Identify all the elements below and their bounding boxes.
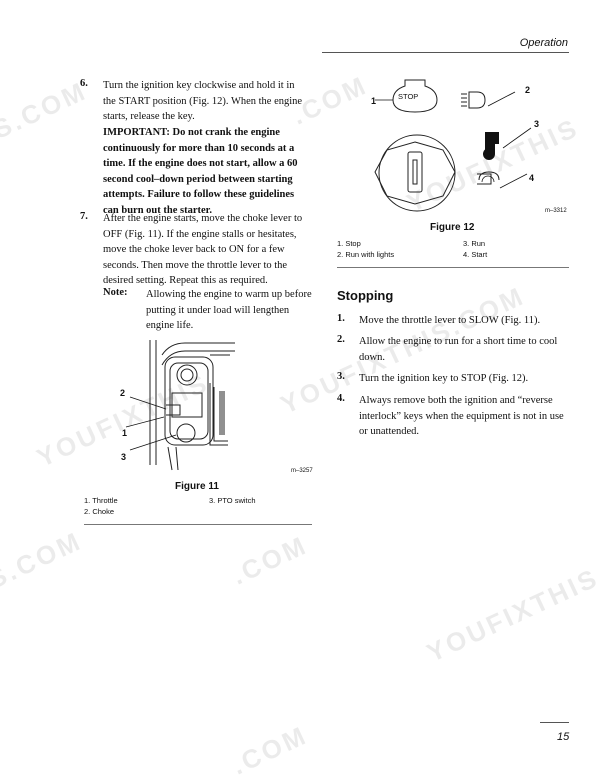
section-header: Operation	[519, 37, 568, 49]
text-line: Always remove both the ignition and “rev…	[359, 395, 553, 406]
text-line: putting it under load will lengthen	[146, 304, 290, 316]
text-line: Allow the engine to run for a short time…	[359, 336, 558, 347]
step-6-text: Turn the ignition key clockwise and hold…	[103, 78, 318, 125]
note-label: Note:	[103, 287, 128, 298]
figure-12-code: m–3312	[545, 208, 567, 214]
figure-12-legend-2: 2. Run with lights	[337, 250, 395, 259]
callout-4: 4	[529, 173, 535, 183]
stop-label: STOP	[398, 92, 419, 101]
text-line: can burn out the starter.	[103, 204, 212, 216]
text-line: After the engine starts, move the choke …	[103, 213, 303, 224]
figure-11-illustration	[125, 340, 235, 471]
watermark: .COM	[227, 719, 313, 781]
figure-12-rule	[337, 267, 569, 268]
figure-11-legend-1: 1. Throttle	[84, 496, 118, 505]
figure-11-title: Figure 11	[175, 481, 219, 492]
stopping-step-4-text: Always remove both the ignition and “rev…	[359, 393, 571, 440]
stopping-step-3-text: Turn the ignition key to STOP (Fig. 12).	[359, 371, 571, 387]
figure-12-legend-3: 3. Run	[463, 239, 486, 248]
step-7-text: After the engine starts, move the choke …	[103, 211, 318, 289]
header-rule	[322, 52, 569, 53]
footer-rule	[540, 722, 569, 723]
figure-11-legend-2: 2. Choke	[84, 507, 115, 516]
text-line: or unattended.	[359, 426, 420, 437]
important-notice: IMPORTANT: Do not crank the engine conti…	[103, 125, 318, 218]
text-line: starts, release the key.	[103, 111, 195, 122]
callout-2: 2	[120, 388, 126, 398]
text-line: Allowing the engine to warm up before	[146, 289, 312, 300]
text-line: Move the throttle lever to SLOW (Fig. 11…	[359, 315, 541, 326]
text-line: attempts. Failure to follow these guidel…	[103, 189, 295, 200]
text-line: seconds. Then move the throttle lever to…	[103, 259, 288, 271]
text-line: move the choke lever back to ON for a fe…	[103, 244, 285, 255]
note-text: Allowing the engine to warm up before pu…	[146, 287, 321, 334]
watermark: S.COM	[0, 75, 92, 145]
text-line: IMPORTANT: Do not crank the engine	[103, 127, 280, 138]
figure-12-legend-4: 4. Start	[463, 250, 488, 259]
stopping-step-3-number: 3.	[337, 371, 345, 382]
figure-12-legend-1: 1. Stop	[337, 239, 361, 248]
text-line: interlock” keys when the equipment is no…	[359, 410, 564, 422]
callout-1: 1	[122, 428, 128, 438]
text-line: Turn the ignition key to STOP (Fig. 12).	[359, 373, 529, 384]
callout-2: 2	[525, 85, 531, 95]
stopping-step-2-text: Allow the engine to run for a short time…	[359, 334, 571, 365]
watermark: S.COM	[0, 525, 87, 595]
stopping-step-1-text: Move the throttle lever to SLOW (Fig. 11…	[359, 313, 571, 329]
figure-11-code: m–3257	[291, 468, 313, 474]
text-line: desired setting. Repeat this as required…	[103, 275, 268, 286]
step-7-number: 7.	[80, 211, 88, 222]
text-line: down.	[359, 351, 385, 363]
figure-12-title: Figure 12	[430, 222, 475, 233]
stopping-step-2-number: 2.	[337, 334, 345, 345]
text-line: the START position (Fig. 12). When the e…	[103, 95, 303, 107]
figure-11-rule	[84, 524, 312, 525]
page-number: 15	[557, 731, 570, 743]
stopping-step-4-number: 4.	[337, 393, 345, 404]
section-title-stopping: Stopping	[337, 288, 394, 303]
text-line: Turn the ignition key clockwise and hold…	[103, 80, 295, 91]
step-6-number: 6.	[80, 78, 88, 89]
figure-11-legend-3: 3. PTO switch	[209, 496, 256, 505]
text-line: time. If the engine does not start, allo…	[103, 158, 298, 169]
stopping-step-1-number: 1.	[337, 313, 345, 324]
text-line: second cool–down period between starting	[103, 173, 293, 185]
callout-1: 1	[371, 96, 377, 106]
callout-3: 3	[121, 452, 127, 462]
watermark: YOUFIXTHIS	[422, 562, 600, 668]
text-line: engine life.	[146, 320, 194, 331]
text-line: continuously for more than 10 seconds at…	[103, 142, 295, 154]
callout-3: 3	[534, 119, 540, 129]
watermark: .COM	[227, 529, 313, 591]
figure-12-illustration	[374, 79, 532, 212]
text-line: OFF (Fig. 11). If the engine stalls or h…	[103, 228, 297, 240]
